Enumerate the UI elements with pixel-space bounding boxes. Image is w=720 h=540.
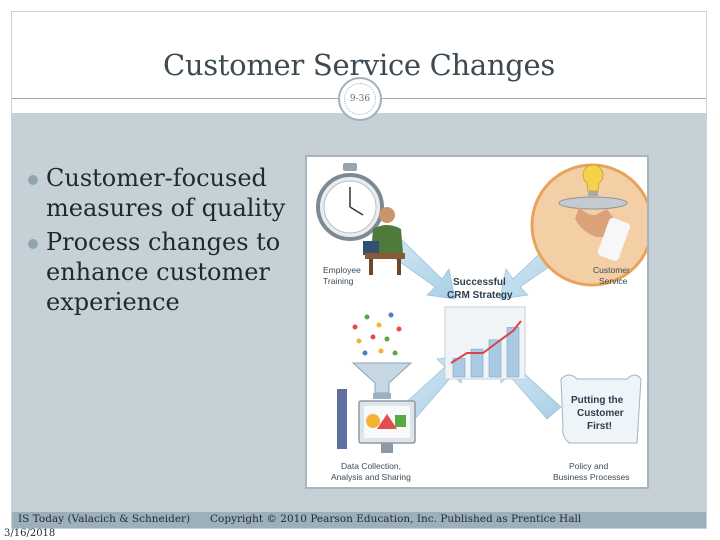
label-data-line1: Data Collection,: [341, 461, 401, 471]
bullet-list: Customer-focused measures of quality Pro…: [28, 163, 298, 321]
footer-date: 3/16/2018: [4, 528, 56, 539]
slide-number: 9-36: [344, 83, 376, 115]
crm-strategy-illustration: Employee Training Customer Service Succe…: [305, 155, 649, 489]
crm-diagram: Employee Training Customer Service Succe…: [316, 163, 647, 482]
label-scroll-line1: Putting the: [571, 395, 624, 406]
bullet-item: Process changes to enhance customer expe…: [28, 227, 298, 317]
label-service-line1: Customer: [593, 265, 630, 275]
slide-title: Customer Service Changes: [162, 48, 556, 82]
bullet-text: Customer-focused measures of quality: [46, 164, 286, 222]
data-particles: [352, 312, 402, 356]
label-policy-line1: Policy and: [569, 461, 608, 471]
stopwatch-icon: [316, 163, 384, 241]
footer-copyright: Copyright © 2010 Pearson Education, Inc.…: [210, 513, 582, 525]
growth-bar: [488, 339, 502, 378]
label-service-line2: Service: [599, 276, 628, 286]
footer-bar: [12, 512, 706, 528]
growth-bar: [506, 327, 520, 378]
bullet-item: Customer-focused measures of quality: [28, 163, 298, 223]
label-policy-line2: Business Processes: [553, 472, 630, 482]
funnel-icon: [351, 362, 413, 399]
label-scroll-line2: Customer: [577, 408, 624, 419]
bar-group: [452, 327, 520, 378]
growth-bar: [470, 348, 484, 378]
slide-number-badge: 9-36: [338, 77, 382, 121]
label-employee-line1: Employee: [323, 265, 361, 275]
bullet-dot-icon: [28, 175, 38, 185]
label-scroll-line3: First!: [587, 421, 612, 432]
footer-source: IS Today (Valacich & Schneider): [18, 513, 191, 525]
employee-icon: [363, 207, 405, 275]
label-center-line1: Successful: [453, 277, 506, 288]
lightbulb-icon: [582, 164, 604, 192]
label-data-line2: Analysis and Sharing: [331, 472, 411, 482]
label-employee-line2: Training: [323, 276, 354, 286]
bullet-dot-icon: [28, 239, 38, 249]
scroll-icon: Putting the Customer First!: [560, 374, 642, 444]
computer-icon: [337, 389, 416, 453]
tray-icon: [558, 196, 628, 210]
label-center-line2: CRM Strategy: [447, 290, 513, 301]
slide-frame: [11, 11, 707, 529]
bullet-text: Process changes to enhance customer expe…: [46, 228, 281, 316]
customer-service-highlight: Customer Service: [530, 163, 647, 287]
growth-chart: [444, 306, 526, 380]
